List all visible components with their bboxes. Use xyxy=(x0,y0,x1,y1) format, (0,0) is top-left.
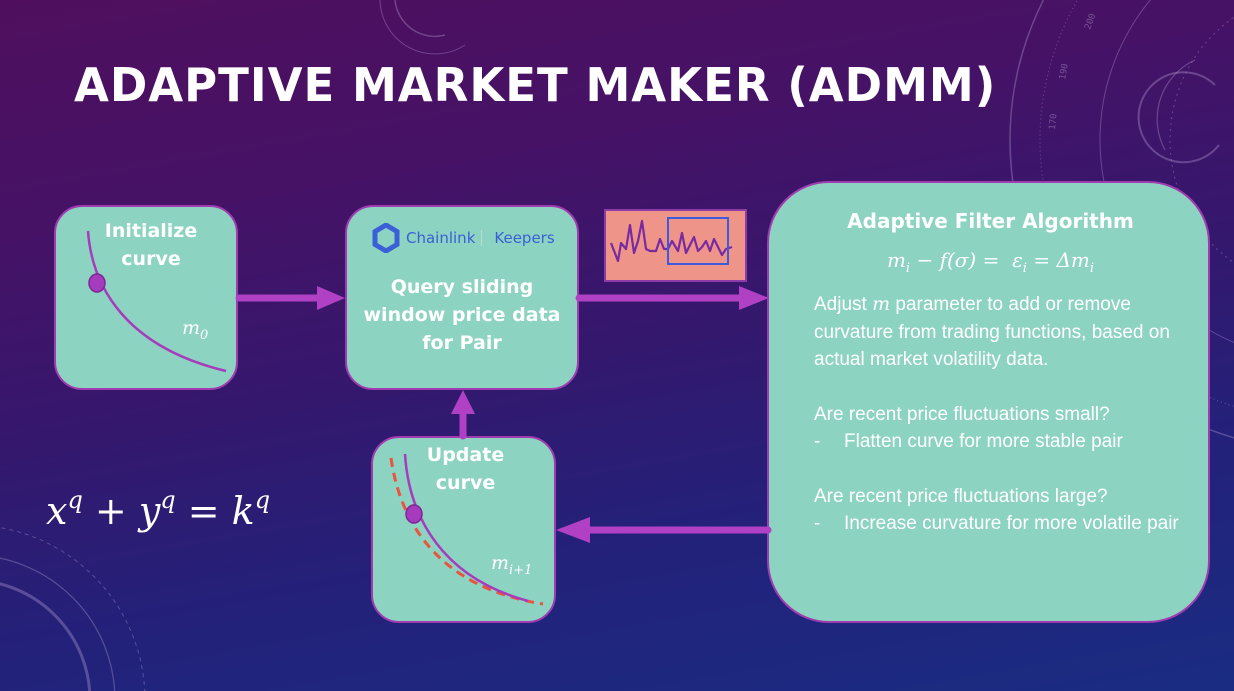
trading-function-formula: xq + yq = kq xyxy=(46,486,271,533)
logo-divider xyxy=(481,230,483,246)
param-m-i-plus-1-label: mi+1 xyxy=(491,552,533,578)
curve-point-marker xyxy=(405,504,423,524)
arrow-left-algorithm-to-update xyxy=(556,517,772,543)
updated-curve-graphic xyxy=(389,453,544,606)
algorithm-title: Adaptive Filter Algorithm xyxy=(847,209,1134,233)
arrow-right-query-to-algorithm xyxy=(575,286,769,310)
question-small-fluctuations: Are recent price fluctuations small? xyxy=(814,403,1110,425)
question-large-fluctuations: Are recent price fluctuations large? xyxy=(814,485,1108,507)
chainlink-keepers-logo: Chainlink Keepers xyxy=(372,223,555,253)
initialize-curve-node: Initialize curve m0 xyxy=(54,205,238,390)
svg-text:200: 200 xyxy=(1083,12,1098,31)
svg-text:190: 190 xyxy=(1058,63,1071,81)
arrow-right-init-to-query xyxy=(235,286,345,310)
update-curve-node: Update curve mi+1 xyxy=(371,436,556,623)
algorithm-equation: mi − f(σ) = εi = Δmi xyxy=(886,248,1095,276)
algorithm-description: Adjust m parameter to add or remove curv… xyxy=(814,291,1194,538)
algorithm-summary: Adjust m parameter to add or remove curv… xyxy=(814,293,1176,370)
query-price-data-node: Chainlink Keepers Query sliding window p… xyxy=(345,205,579,390)
price-sparkline xyxy=(609,217,733,265)
curve-point-marker xyxy=(88,273,106,293)
sliding-window-box xyxy=(667,217,729,265)
chainlink-brand-text: Chainlink xyxy=(406,229,476,247)
arrow-up-update-to-query xyxy=(451,390,475,440)
slide-title: Adaptive Market Maker (ADMM) xyxy=(74,58,997,112)
new-curve-dashed xyxy=(389,457,544,606)
old-curve-solid xyxy=(403,453,529,603)
svg-text:170: 170 xyxy=(1048,113,1059,130)
query-node-label: Query sliding window price data for Pair xyxy=(363,276,561,354)
update-curve-label: Update curve xyxy=(426,444,505,494)
answer-small-bullet: -Flatten curve for more stable pair xyxy=(814,431,1123,452)
keepers-product-text: Keepers xyxy=(494,229,555,247)
answer-large-bullet: -Increase curvature for more volatile pa… xyxy=(814,513,1179,534)
price-window-chart xyxy=(604,209,747,282)
initialize-curve-label: Initialize curve xyxy=(104,220,198,270)
adaptive-filter-algorithm-node: Adaptive Filter Algorithm mi − f(σ) = εi… xyxy=(767,181,1210,623)
chainlink-hexagon-icon xyxy=(372,223,400,253)
initial-curve-graphic xyxy=(86,230,227,373)
param-m0-label: m0 xyxy=(182,317,209,343)
